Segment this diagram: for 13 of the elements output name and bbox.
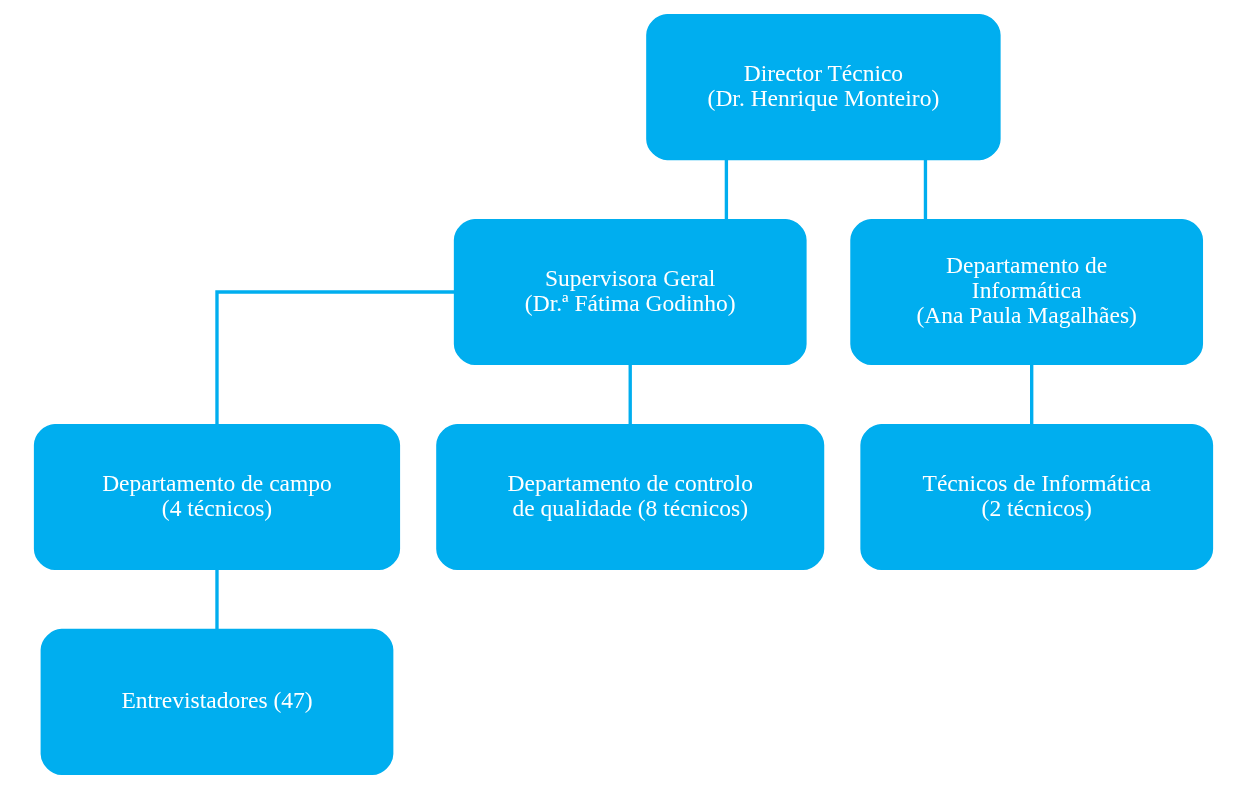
connector [923,159,927,220]
connector [214,290,454,425]
node-box: Supervisora Geral (Dr.ª Fátima Godinho) [453,218,807,366]
node-box: Departamento de campo (4 técnicos) [33,423,400,571]
connector [724,159,728,220]
node-box: Director Técnico (Dr. Henrique Monteiro) [645,14,1001,161]
node-box: Entrevistadores (47) [40,628,393,775]
connector [628,364,632,425]
node-box: Departamento de Informática (Ana Paula Magalhães) [849,218,1203,366]
node-box: Técnicos de Informática (2 técnicos) [859,423,1213,571]
connector [1029,364,1033,425]
connector [214,569,219,630]
node-box: Departamento de controlo de qualidade (8 técnicos) [435,423,824,571]
